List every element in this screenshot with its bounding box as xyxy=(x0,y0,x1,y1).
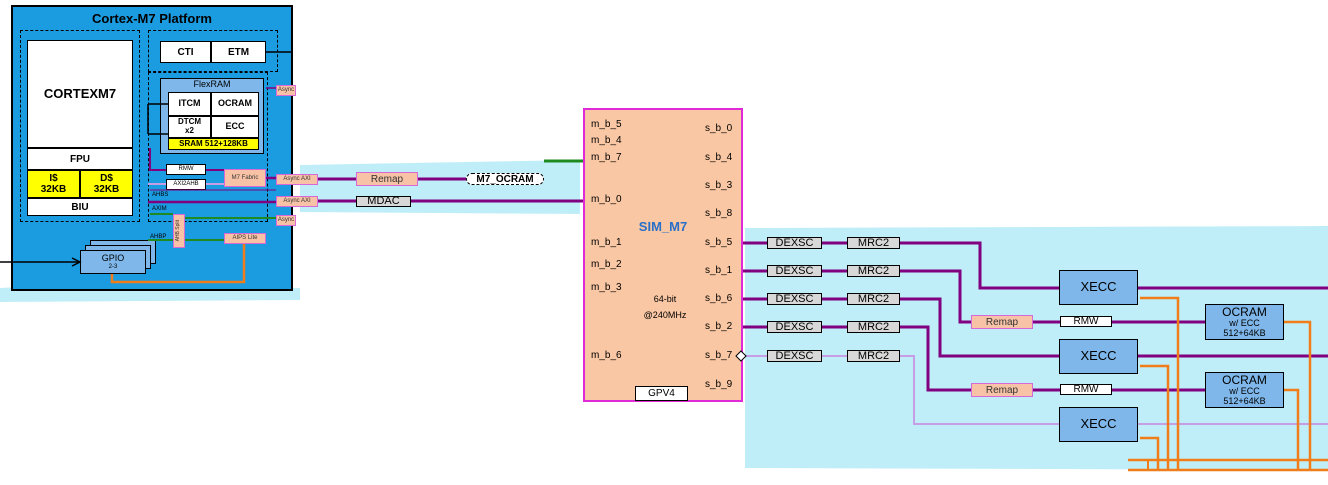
sim-master-port-label: m_b_5 xyxy=(591,119,622,130)
rmw-small-block: RMW xyxy=(166,164,206,175)
sim-slave-port-label: s_b_3 xyxy=(705,180,733,191)
biu-block: BIU xyxy=(27,198,133,216)
mrc2-xecc-wire-3 xyxy=(900,355,1059,425)
mrc2-block: MRC2 xyxy=(847,293,900,305)
sim-m7-title: SIM_M7 xyxy=(638,219,688,234)
core-cluster-outline xyxy=(20,30,140,222)
xecc-block: XECC xyxy=(1059,339,1138,374)
etm-block: ETM xyxy=(211,41,266,63)
m7-ocram-label: M7_OCRAM xyxy=(476,173,534,185)
sim-slave-port-label: s_b_9 xyxy=(705,379,733,390)
sim-master-port-label: m_b_2 xyxy=(591,259,622,270)
sim-master-port-label: m_b_7 xyxy=(591,152,622,163)
ocram-title: OCRAM xyxy=(1222,304,1267,319)
async-axi-block-1: Async AXI xyxy=(276,174,318,185)
ocram-orange-wire-2 xyxy=(1284,388,1300,470)
dtcm-block: DTCM x2 xyxy=(168,116,211,138)
remap-block: Remap xyxy=(971,383,1033,397)
icache-block: I$ 32KB xyxy=(27,170,80,198)
mrc2-remap-wire-2 xyxy=(900,325,971,392)
sim-slave-port-label: s_b_8 xyxy=(705,208,733,219)
dexsc-block: DEXSC xyxy=(767,350,822,362)
xecc-orange-wire-2 xyxy=(1140,364,1170,470)
sim-master-port-label: m_b_6 xyxy=(591,350,622,361)
dexsc-block: DEXSC xyxy=(767,293,822,305)
dexsc-block: DEXSC xyxy=(767,237,822,249)
sim-slave-port-label: s_b_5 xyxy=(705,237,733,248)
ecc-block: ECC xyxy=(211,116,259,138)
axim-label: AXIM xyxy=(152,206,167,212)
sim-slave-port-label: s_b_2 xyxy=(705,321,733,332)
mrc2-block: MRC2 xyxy=(847,237,900,249)
m7-ocram-tag: M7_OCRAM xyxy=(466,173,544,185)
remap-block-top: Remap xyxy=(356,172,418,186)
xecc-block: XECC xyxy=(1059,407,1138,442)
mrc2-xecc-wire-2 xyxy=(900,297,1059,358)
sim-master-port-label: m_b_4 xyxy=(591,135,622,146)
ahbs-label: AHBS xyxy=(152,192,169,198)
itcm-block: ITCM xyxy=(168,92,211,116)
xecc-block: XECC xyxy=(1059,270,1138,305)
async-block-1: Async xyxy=(276,85,296,96)
aips-lite-block: AIPS Lite xyxy=(224,233,266,244)
ocram-ecc-label: w/ ECC xyxy=(1229,385,1260,396)
ahbp-label: AHBP xyxy=(150,234,167,240)
ocram-orange-wire-1 xyxy=(1284,320,1312,470)
sim-m7-interconnect xyxy=(583,108,743,402)
platform-title: Cortex-M7 Platform xyxy=(92,11,212,26)
debug-cluster-outline xyxy=(148,30,278,72)
sim-slave-port-label: s_b_6 xyxy=(705,293,733,304)
gpio-sublabel: 2-3 xyxy=(108,263,118,270)
mrc2-block: MRC2 xyxy=(847,350,900,362)
ocram-tcm-block: OCRAM xyxy=(211,92,259,116)
sram-block: SRAM 512+128KB xyxy=(168,138,259,150)
fpu-block: FPU xyxy=(27,148,133,170)
async-block-2: Async xyxy=(276,215,296,226)
cortexm7-core: CORTEXM7 xyxy=(27,40,133,148)
sim-slave-port-label: s_b_0 xyxy=(705,123,733,134)
flexram-label: FlexRAM xyxy=(193,79,231,89)
sim-master-port-label: m_b_0 xyxy=(591,194,622,205)
rmw-wire xyxy=(149,148,166,171)
xecc-orange-wire-1 xyxy=(1140,296,1180,470)
sim-slave-port-label: s_b_1 xyxy=(705,265,733,276)
ahb-split-block: AHB Split xyxy=(173,214,185,248)
remap-block: Remap xyxy=(971,315,1033,329)
cti-block: CTI xyxy=(160,41,211,63)
sim-m7-bus-width: 64-bit xyxy=(653,294,677,304)
rmw-block: RMW xyxy=(1060,384,1112,395)
dexsc-block: DEXSC xyxy=(767,321,822,333)
sim-master-port-label: m_b_3 xyxy=(591,282,622,293)
mrc2-block: MRC2 xyxy=(847,265,900,277)
ocram-ecc-label: w/ ECC xyxy=(1229,317,1260,328)
rmw-block: RMW xyxy=(1060,316,1112,327)
gpio-label: GPIO xyxy=(101,252,125,263)
gpio-input-arrow xyxy=(71,257,82,267)
gpv4-block: GPV4 xyxy=(635,386,688,401)
flexram-cluster-outline xyxy=(148,72,268,222)
mrc2-xecc-wire-1 xyxy=(900,241,1059,290)
sim-master-port-label: m_b_1 xyxy=(591,237,622,248)
ocram-size-label: 512+64KB xyxy=(1223,327,1266,338)
m7-fabric-block: M7 Fabric xyxy=(224,169,266,187)
sim-slave-port-label: s_b_4 xyxy=(705,152,733,163)
dexsc-block: DEXSC xyxy=(767,265,822,277)
sim-m7-clock: @240MHz xyxy=(643,310,687,320)
mrc2-remap-wire-1 xyxy=(900,269,971,324)
dcache-block: D$ 32KB xyxy=(80,170,133,198)
gpio-block: GPIO 2-3 xyxy=(80,250,146,274)
ocram-size-label: 512+64KB xyxy=(1223,395,1266,406)
sim-slave-port-label: s_b_7 xyxy=(705,350,733,361)
ocram-title: OCRAM xyxy=(1222,372,1267,387)
async-axi-block-2: Async AXI xyxy=(276,196,318,207)
mrc2-block: MRC2 xyxy=(847,321,900,333)
s_b_7-marker xyxy=(735,350,747,362)
gpio-aips-wire xyxy=(110,244,246,284)
mdac-block: MDAC xyxy=(356,195,411,207)
